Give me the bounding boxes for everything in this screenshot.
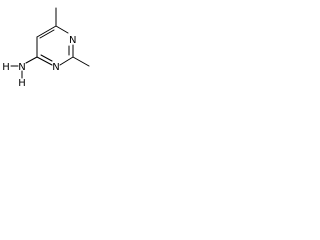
bond-c6-c5: [36, 25, 57, 38]
atom-label-amine-n: N: [18, 62, 25, 73]
atom-label-ring-n-top: N: [69, 35, 76, 46]
atom-label-ring-n-bottom: N: [52, 62, 59, 73]
pyrimidine-structure-diagram: N N N H H: [2, 7, 90, 88]
bond-c4-amine: [25, 56, 38, 64]
bond-n3-c2: [59, 56, 74, 66]
bond-c6-c5-inner: [39, 29, 55, 39]
bond-c4-n3: [36, 56, 53, 66]
bond-c4-n3-inner: [40, 54, 53, 62]
bond-c2-methyl: [72, 56, 90, 67]
atom-label-amine-h-left: H: [2, 62, 10, 73]
bond-n1-c6: [55, 25, 69, 34]
atom-label-amine-h-bottom: H: [18, 78, 26, 88]
